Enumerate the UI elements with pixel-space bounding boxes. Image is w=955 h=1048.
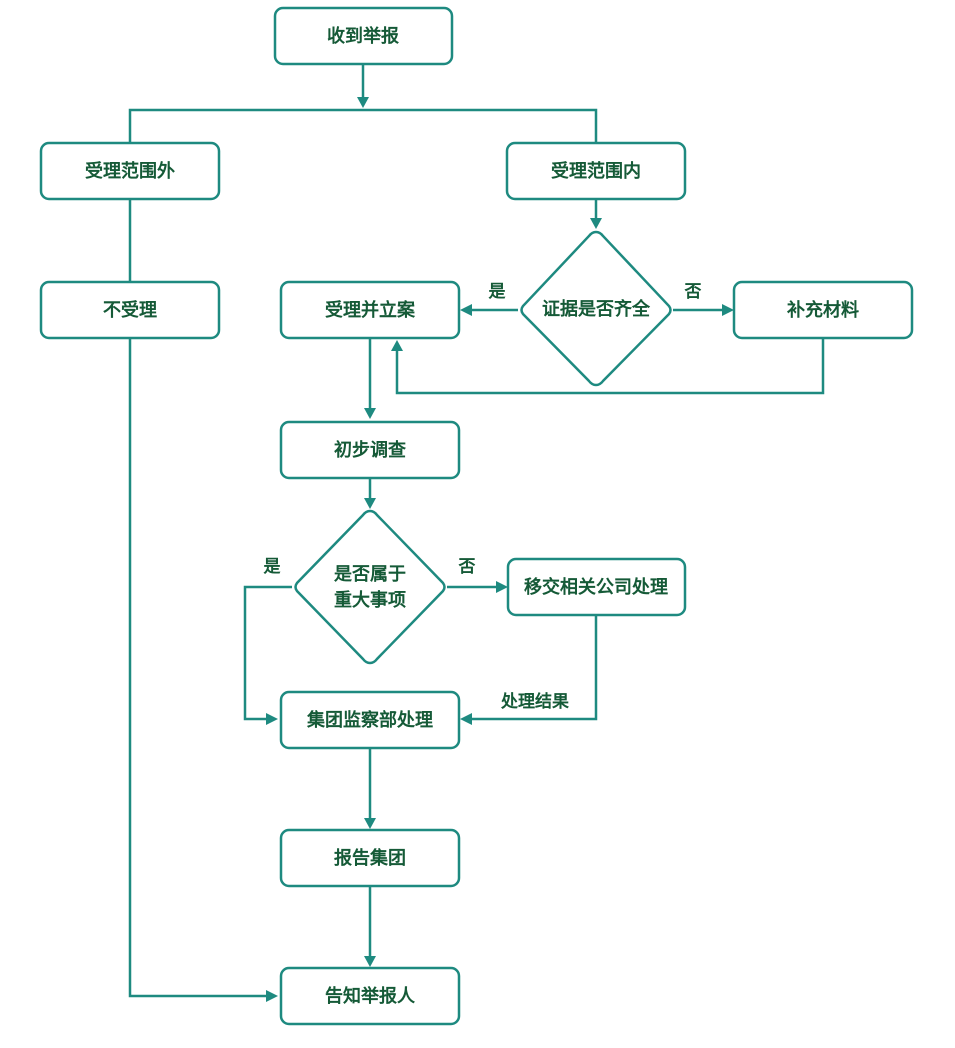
node-label: 受理并立案 (325, 299, 416, 321)
node-notify-reporter: 告知举报人 (279, 966, 461, 1026)
arrowhead (460, 713, 472, 725)
decision-evidence-complete: 证据是否齐全 (520, 230, 672, 387)
decision-label-line2: 重大事项 (334, 589, 406, 611)
arrowhead (364, 956, 376, 967)
node-label: 收到举报 (327, 25, 399, 47)
edge-label-major-no: 否 (458, 557, 476, 577)
node-label: 受理范围外 (85, 160, 175, 182)
arrowhead (391, 340, 403, 351)
node-group-supervision: 集团监察部处理 (279, 690, 461, 750)
node-label: 初步调查 (334, 439, 406, 461)
edge-split-bar (128, 108, 598, 143)
arrowhead (364, 818, 376, 829)
arrowhead (722, 304, 734, 316)
node-out-of-scope: 受理范围外 (39, 141, 221, 201)
edge-handling-result (472, 615, 598, 721)
node-label: 告知举报人 (325, 985, 416, 1007)
arrowhead (496, 581, 508, 593)
node-label: 不受理 (103, 299, 157, 321)
edge-label-evidence-no: 否 (684, 282, 702, 302)
decision-label: 证据是否齐全 (542, 298, 651, 320)
arrowhead (266, 990, 278, 1002)
node-preliminary-investigation: 初步调查 (279, 420, 461, 480)
node-in-scope: 受理范围内 (505, 141, 687, 201)
arrowhead (357, 97, 369, 108)
arrowhead (364, 498, 376, 509)
node-not-accepted: 不受理 (39, 280, 221, 340)
decision-is-major-matter: 是否属于 重大事项 (294, 509, 446, 665)
arrowhead (364, 408, 376, 419)
node-report-to-group: 报告集团 (279, 828, 461, 888)
node-transfer-to-company: 移交相关公司处理 (506, 557, 687, 617)
node-label: 报告集团 (334, 847, 406, 869)
node-receive-report: 收到举报 (273, 6, 454, 66)
edge-major-yes (243, 585, 292, 721)
node-label: 受理范围内 (551, 160, 641, 182)
edge-label-major-yes: 是 (264, 557, 281, 577)
node-label: 补充材料 (786, 299, 859, 321)
arrowhead (590, 218, 602, 229)
node-accept-and-file: 受理并立案 (279, 280, 461, 340)
edge-notaccepted-to-notify (128, 338, 266, 998)
node-label: 移交相关公司处理 (524, 576, 668, 598)
edges (128, 64, 825, 1002)
decision-label-line1: 是否属于 (333, 564, 406, 585)
edge-label-evidence-yes: 是 (489, 282, 506, 302)
arrowhead (460, 304, 472, 316)
edge-label-handling-result: 处理结果 (500, 691, 569, 712)
arrowhead (266, 713, 278, 725)
edge-supplement-loop (395, 338, 825, 395)
node-supplement-materials: 补充材料 (732, 280, 914, 340)
node-label: 集团监察部处理 (306, 709, 433, 731)
